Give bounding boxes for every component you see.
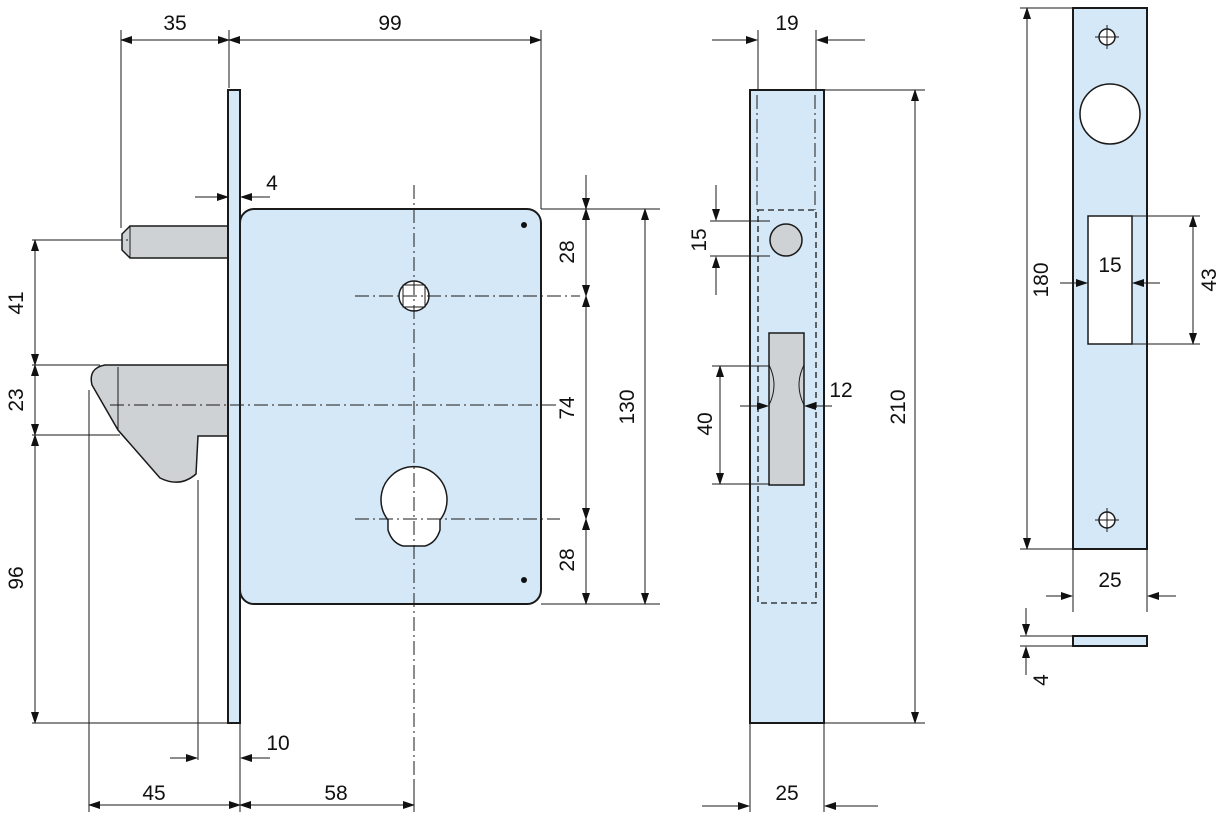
strike-latch-slot [1087, 215, 1133, 345]
side-pin [769, 223, 803, 257]
lock-case [239, 208, 542, 605]
dim-side-bolt-height: 40 [694, 412, 717, 435]
dim-front-backset: 58 [324, 782, 347, 805]
dim-side-pin-diameter: 15 [688, 228, 711, 251]
dim-strike-total-height: 180 [1030, 262, 1053, 297]
strike-screw-bottom [1095, 508, 1119, 532]
latch-bolt [90, 364, 229, 483]
side-view: 19 15 40 12 210 25 [688, 12, 925, 812]
dim-side-top-width: 19 [775, 12, 798, 35]
dim-front-upper-gap: 28 [556, 240, 579, 263]
guide-pin [121, 225, 229, 259]
face-plate [227, 89, 241, 724]
dim-front-latch-projection: 45 [142, 782, 165, 805]
dim-front-center-distance: 74 [556, 396, 579, 420]
case-screw-dot-bottom [521, 577, 527, 583]
dim-front-lower-gap: 28 [556, 548, 579, 571]
side-latch-groove [768, 364, 805, 406]
dim-side-bolt-width: 12 [829, 379, 852, 402]
dim-front-case-width: 99 [378, 12, 401, 35]
strike-profile [1072, 635, 1148, 647]
strike-plate-view: 180 15 43 25 4 [1020, 7, 1221, 686]
dim-front-latch-height: 23 [5, 388, 28, 411]
case-screw-dot-top [521, 222, 527, 228]
dim-front-pin-offset: 35 [163, 12, 186, 35]
dim-front-latch-offset: 10 [266, 732, 289, 755]
dim-front-case-height: 130 [616, 389, 639, 424]
dim-front-pin-height: 41 [5, 291, 28, 314]
dim-strike-slot-height: 43 [1198, 268, 1221, 291]
dim-strike-slot-width: 15 [1098, 254, 1121, 277]
dim-front-lower-height: 96 [5, 566, 28, 589]
dim-front-plate-thickness: 4 [266, 172, 278, 195]
dim-strike-thickness: 4 [1030, 674, 1053, 686]
dim-strike-width: 25 [1098, 569, 1121, 592]
strike-cylinder-hole [1079, 83, 1141, 145]
dim-side-total-height: 210 [887, 389, 910, 424]
side-latch [768, 332, 805, 486]
front-view: 35 99 4 41 23 96 28 74 28 130 10 45 58 [5, 12, 660, 812]
strike-screw-top [1095, 25, 1119, 49]
dim-side-bottom-width: 25 [775, 782, 798, 805]
